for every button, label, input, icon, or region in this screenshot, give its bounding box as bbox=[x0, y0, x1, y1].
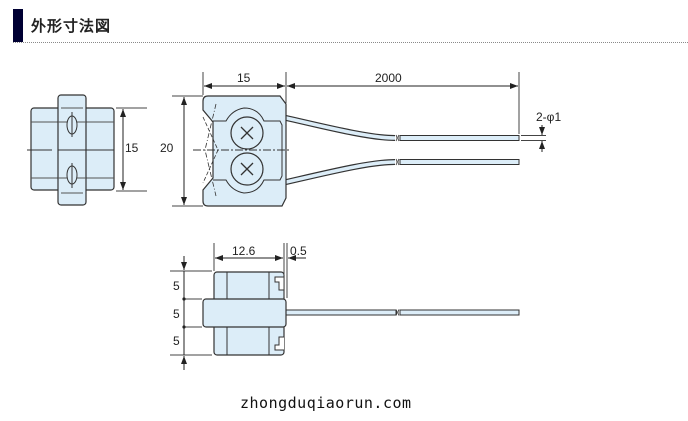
clip-notch bbox=[274, 336, 284, 351]
side-view: 20 15 2000 2-φ1 bbox=[160, 71, 561, 207]
dim-gap: 0.5 bbox=[290, 244, 307, 258]
break-mark bbox=[395, 158, 400, 166]
dim-seg-bot: 5 bbox=[173, 334, 180, 348]
cable bbox=[284, 309, 397, 316]
header-accent-bar bbox=[13, 9, 23, 42]
dim-seg-mid: 5 bbox=[173, 307, 180, 321]
break-mark bbox=[395, 134, 400, 142]
cable-upper bbox=[281, 115, 396, 140]
screw-cross-icon bbox=[240, 126, 254, 140]
dim-cable-diameter: 2-φ1 bbox=[536, 110, 561, 124]
dimension-dot bbox=[182, 325, 186, 329]
watermark-text: zhongduqiaorun.com bbox=[240, 394, 412, 412]
front-view: 15 bbox=[27, 94, 147, 206]
section-title: 外形寸法図 bbox=[31, 17, 112, 35]
cable-lower-end bbox=[399, 159, 520, 165]
mounting-bar bbox=[202, 298, 287, 328]
bottom-view: 12.6 0.5 5 5 5 bbox=[170, 243, 520, 370]
dim-side-height: 20 bbox=[160, 141, 174, 155]
cable-end bbox=[399, 309, 520, 316]
break-mark bbox=[395, 309, 400, 316]
sensor-body bbox=[202, 95, 287, 207]
dim-front-height: 15 bbox=[125, 141, 139, 155]
dim-side-width: 15 bbox=[237, 71, 251, 85]
section-header: 外形寸法図 bbox=[13, 9, 688, 43]
cable-upper-end bbox=[399, 135, 520, 141]
dim-seg-top: 5 bbox=[173, 279, 180, 293]
cable-lower bbox=[281, 160, 396, 185]
clip-notch bbox=[274, 276, 284, 291]
screw-cross-icon bbox=[240, 162, 254, 176]
dimension-dot bbox=[182, 297, 186, 301]
dim-bottom-width: 12.6 bbox=[232, 244, 256, 258]
dim-cable-length: 2000 bbox=[375, 71, 402, 85]
